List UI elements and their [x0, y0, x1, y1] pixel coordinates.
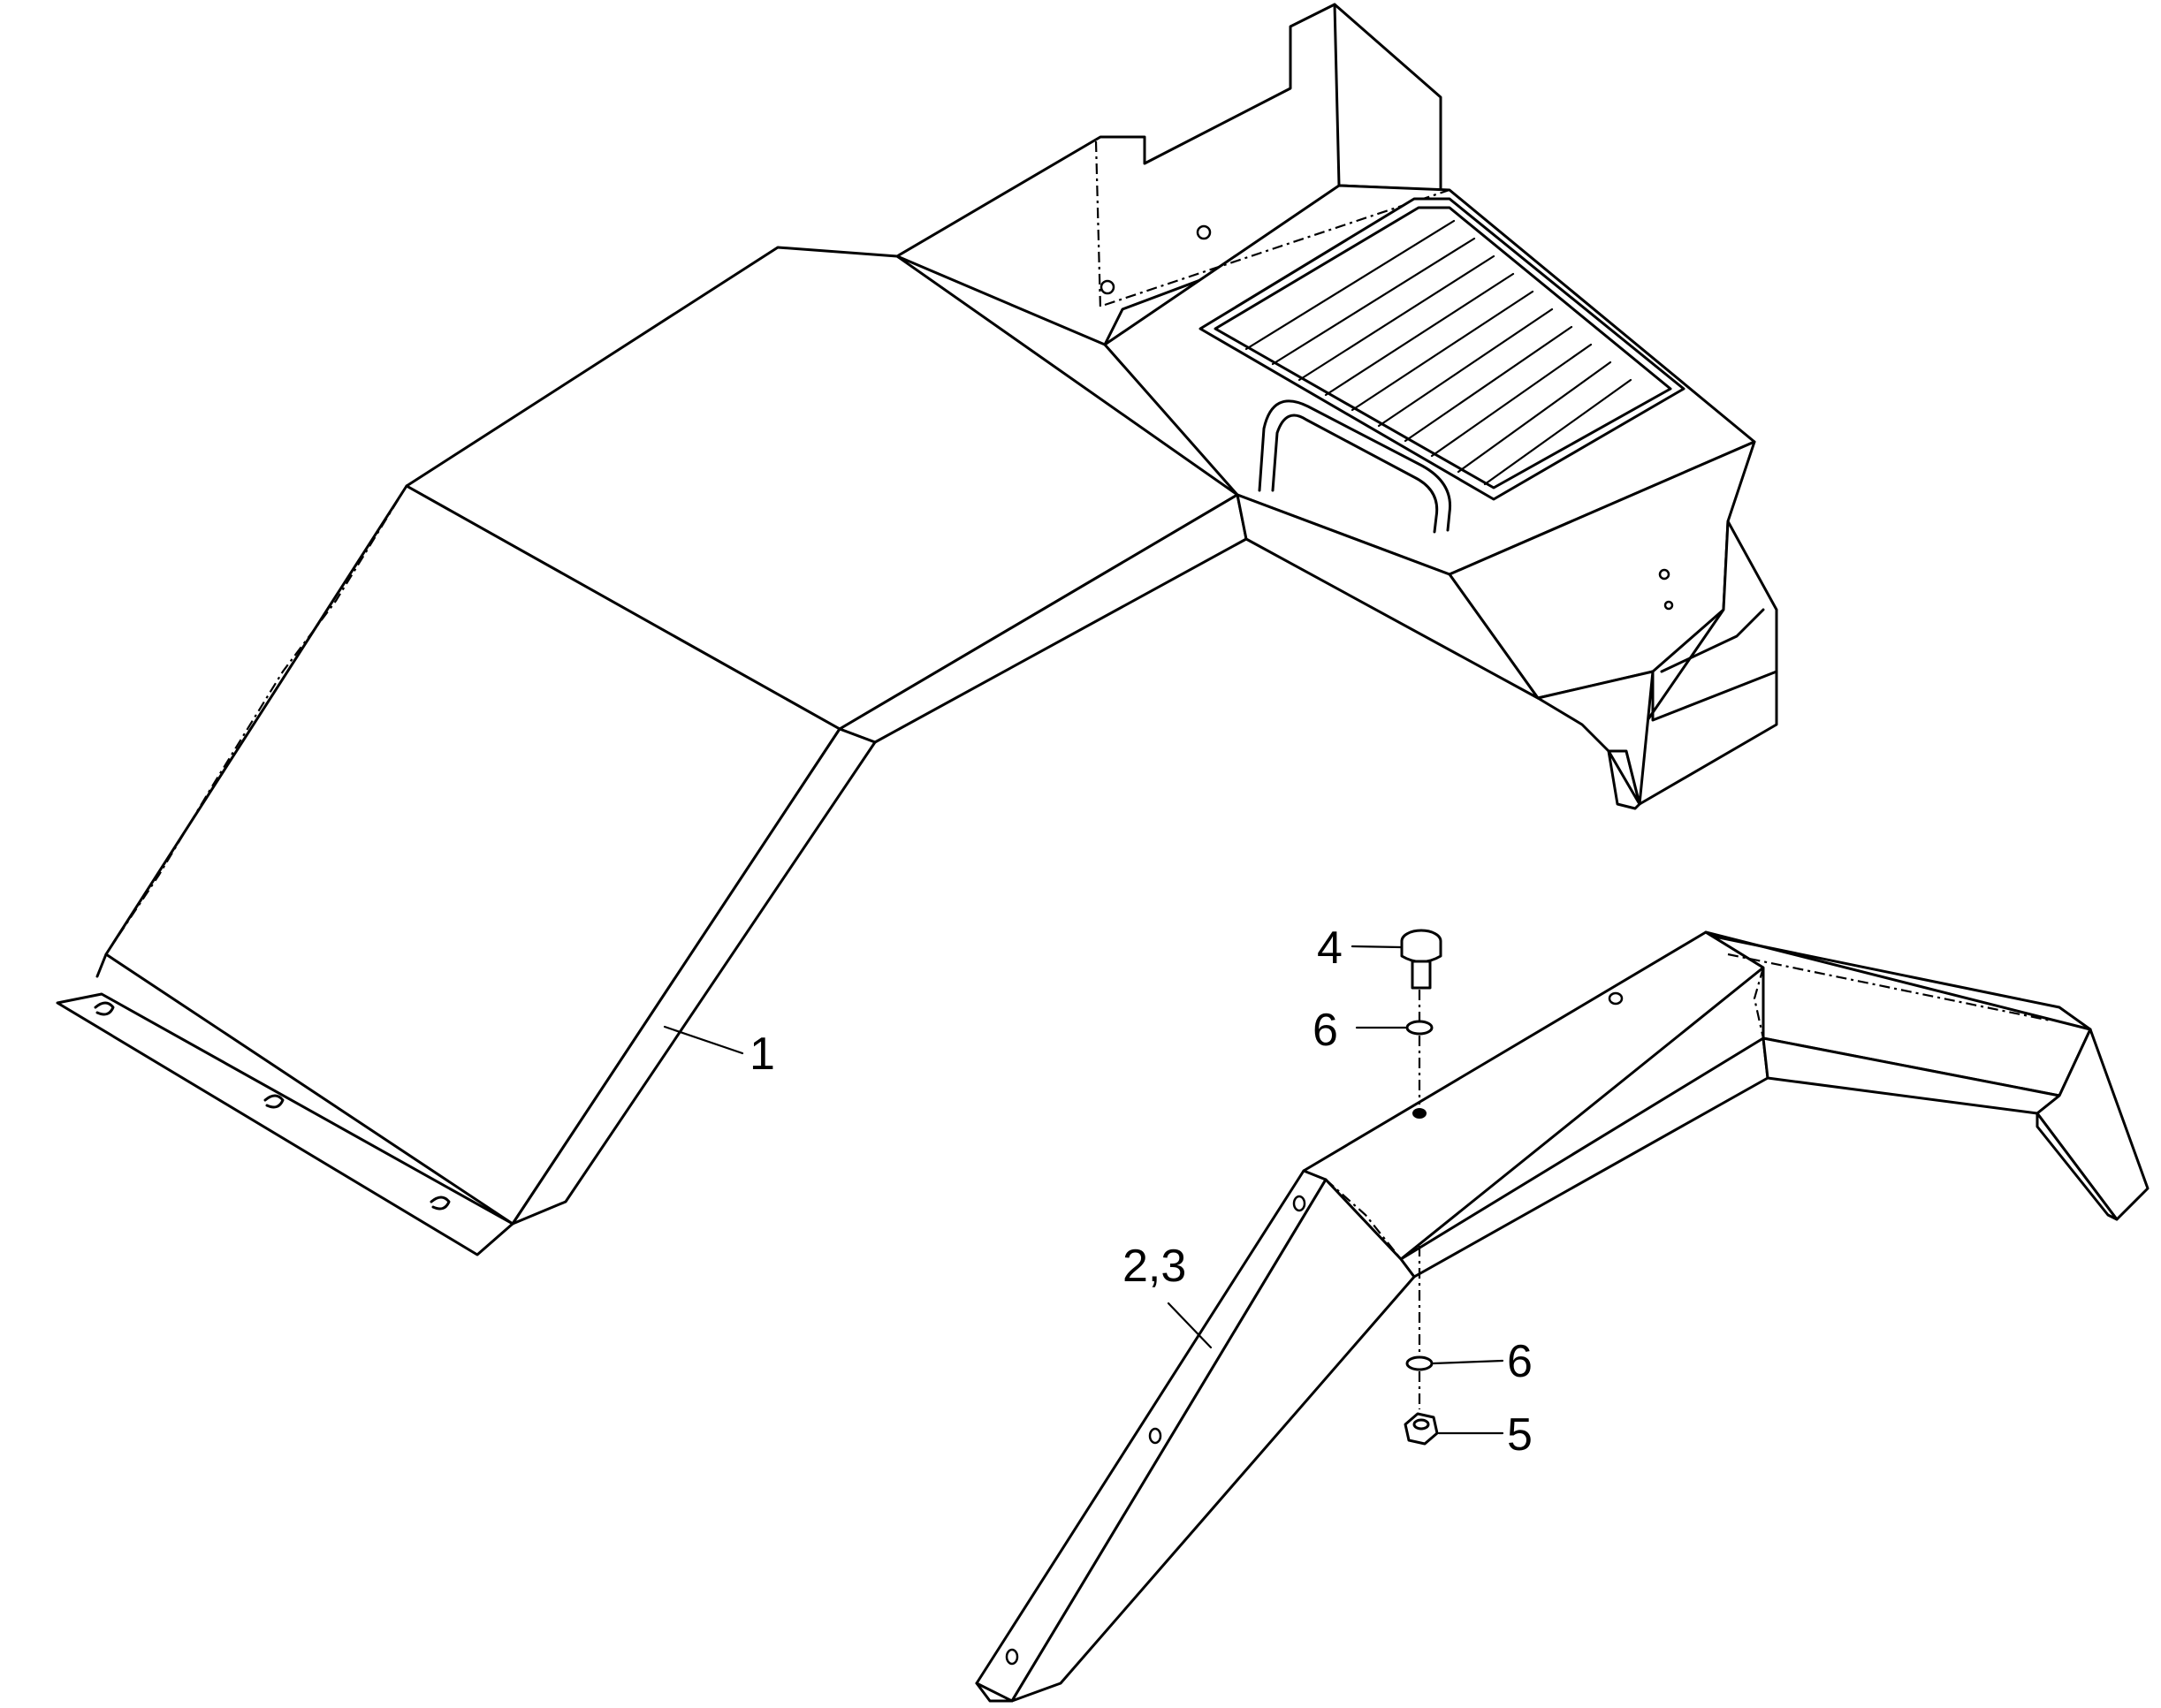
fender-part-2-3 [975, 930, 2150, 1703]
bolt-hole [1412, 1108, 1427, 1119]
callout-label-1: 1 [750, 1029, 775, 1080]
callout-label-2-3: 2,3 [1122, 1241, 1186, 1292]
callout-label-6-lower: 6 [1507, 1336, 1533, 1387]
rear-housing [895, 3, 1778, 810]
nut-part-5 [1404, 1412, 1439, 1446]
callout-label-5: 5 [1507, 1409, 1533, 1461]
callout-label-6-upper: 6 [1313, 1005, 1338, 1056]
washer-part-6-lower [1405, 1355, 1434, 1371]
washer-part-6-upper [1405, 1020, 1434, 1036]
fender-part-1 [56, 246, 1540, 1256]
callout-label-4: 4 [1317, 922, 1343, 974]
bolt-part-4 [1400, 929, 1442, 990]
hardware-stack [1351, 929, 1504, 1446]
